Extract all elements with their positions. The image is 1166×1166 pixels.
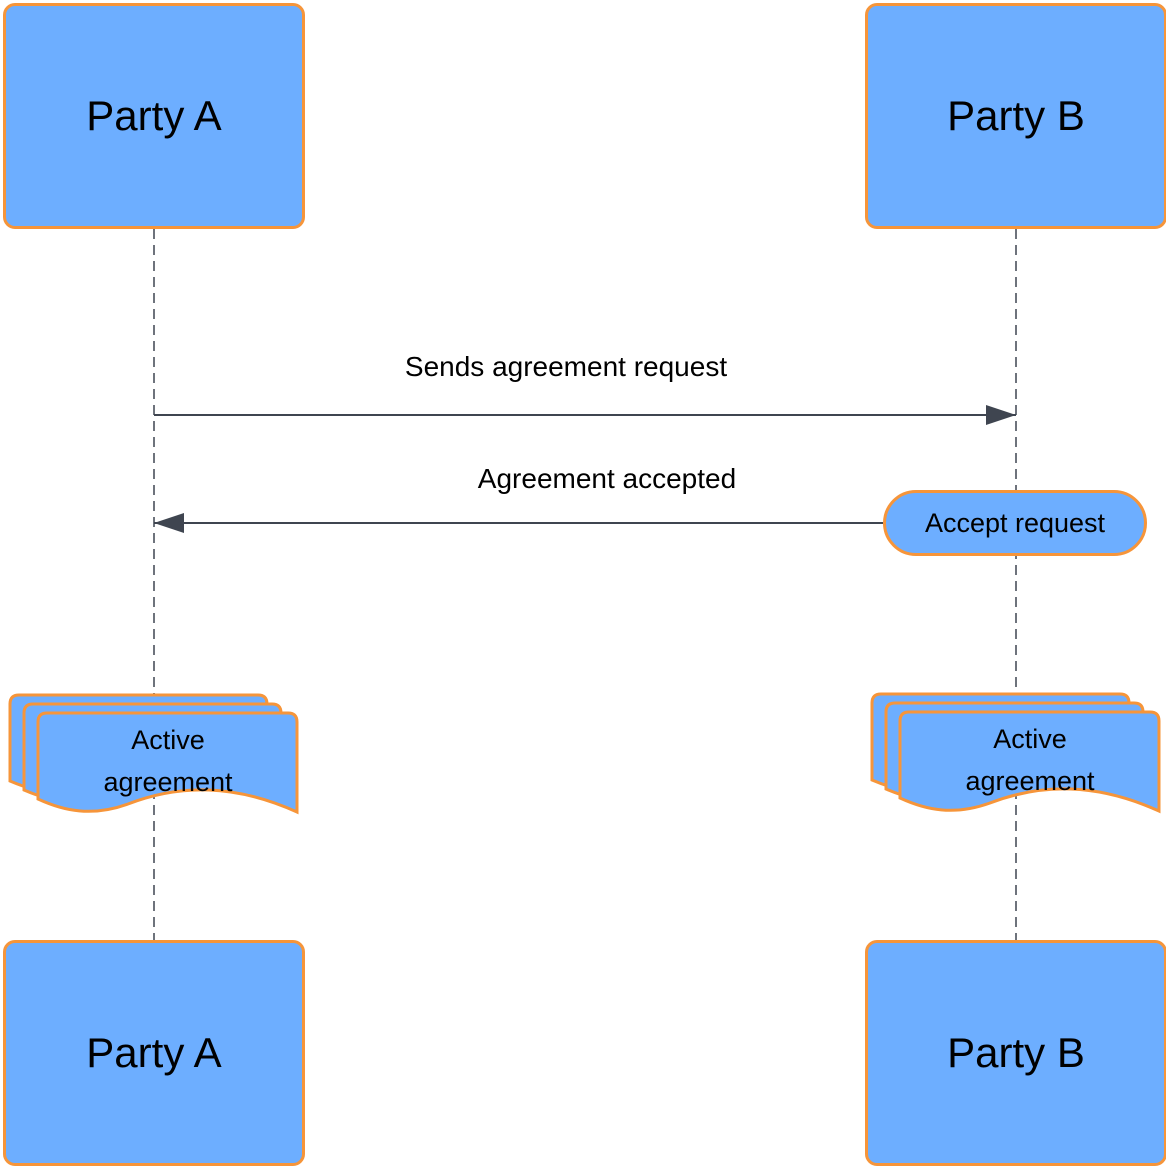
- document-stack-party-a: [8, 693, 299, 815]
- document-label-line-1: Active: [993, 724, 1067, 754]
- document-stack-party-b: [870, 692, 1161, 814]
- participant-label: Party B: [947, 1029, 1085, 1076]
- participant-party-b-top: Party B: [865, 3, 1166, 229]
- activity-accept-request: Accept request: [883, 490, 1147, 556]
- participant-label: Party B: [947, 92, 1085, 139]
- participant-party-b-bottom: Party B: [865, 940, 1166, 1166]
- participant-label: Party A: [86, 92, 222, 139]
- document-label-party-a: Active agreement: [38, 719, 298, 803]
- message-label-accepted: Agreement accepted: [477, 463, 737, 494]
- participant-party-a-top: Party A: [3, 3, 305, 229]
- participant-party-a-bottom: Party A: [3, 940, 305, 1166]
- participant-label: Party A: [86, 1029, 222, 1076]
- document-label-line-2: agreement: [965, 766, 1095, 796]
- document-label-line-1: Active: [131, 725, 205, 755]
- activity-label: Accept request: [924, 507, 1106, 538]
- document-sheet-front: [898, 710, 1161, 814]
- document-label-line-2: agreement: [103, 767, 233, 797]
- message-label-request: Sends agreement request: [404, 351, 728, 382]
- document-label-party-b: Active agreement: [900, 718, 1160, 802]
- document-sheet-front: [36, 711, 299, 815]
